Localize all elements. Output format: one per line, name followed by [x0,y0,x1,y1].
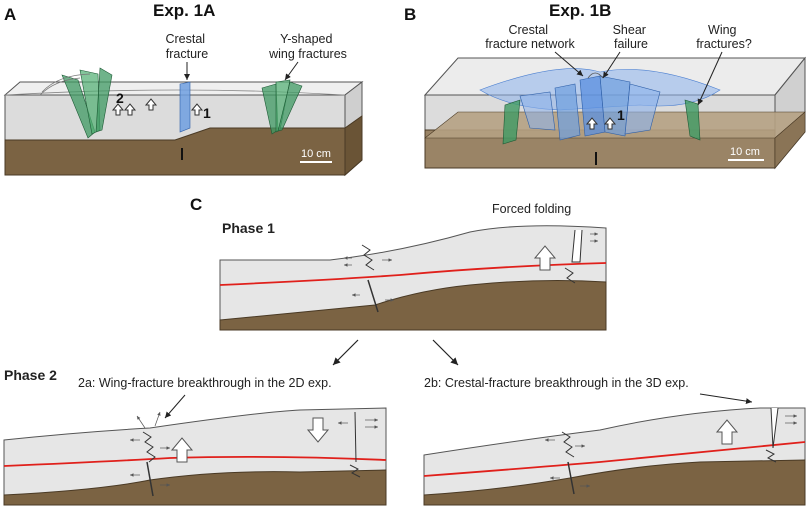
phase-1-block [219,225,607,331]
panel-b-letter: B [404,5,416,24]
phase-2a-block [3,407,387,506]
forced-folding-label: Forced folding [492,202,571,216]
panel-a-title: Exp. 1A [153,1,215,20]
arrow-to-2a [332,339,359,366]
crestal-network-label: Crestal fracture network [485,23,575,51]
panel-c: C Phase 1 Forced folding [3,195,806,506]
crestal-fracture-network-b [479,68,721,141]
panel-a-letter: A [4,5,16,24]
fracture-number-1-a: 1 [203,105,211,121]
scale-label-b: 10 cm [730,146,760,158]
panel-b: B Exp. 1B 1 Cre [404,1,807,170]
wing-fractures-right-a [261,79,303,135]
phase-2b-label: 2b: Crestal-fracture breakthrough in the… [424,376,689,390]
callout-2b [699,393,753,405]
shear-failure-label: Shear failure [613,23,650,51]
wing-fractures-left-a [39,67,113,139]
callout-2a [164,394,186,419]
scale-label-a: 10 cm [301,148,331,160]
crestal-fracture-a [179,81,191,133]
arrow-to-2b [432,339,459,366]
wing-fracture-left-b [502,99,521,145]
uplift-arrows-b [585,117,617,130]
panel-c-letter: C [190,195,202,214]
phase-1-title: Phase 1 [222,220,275,236]
phase-2b-block [423,407,806,506]
wing-fractures-question-label: Wing fractures? [696,23,752,51]
panel-a: A Exp. 1A [3,1,364,177]
y-shaped-wing-label: Y-shaped wing fractures [268,32,347,61]
fracture-number-2: 2 [116,90,124,106]
fracture-number-1-b: 1 [617,107,625,123]
phase-2-title: Phase 2 [4,367,57,383]
uplift-arrows-a [111,98,204,116]
phase-2a-label: 2a: Wing-fracture breakthrough in the 2D… [78,376,332,390]
crestal-fracture-label: Crestal fracture [165,32,208,61]
wing-fracture-right-b [684,99,701,141]
panel-b-title: Exp. 1B [549,1,611,20]
